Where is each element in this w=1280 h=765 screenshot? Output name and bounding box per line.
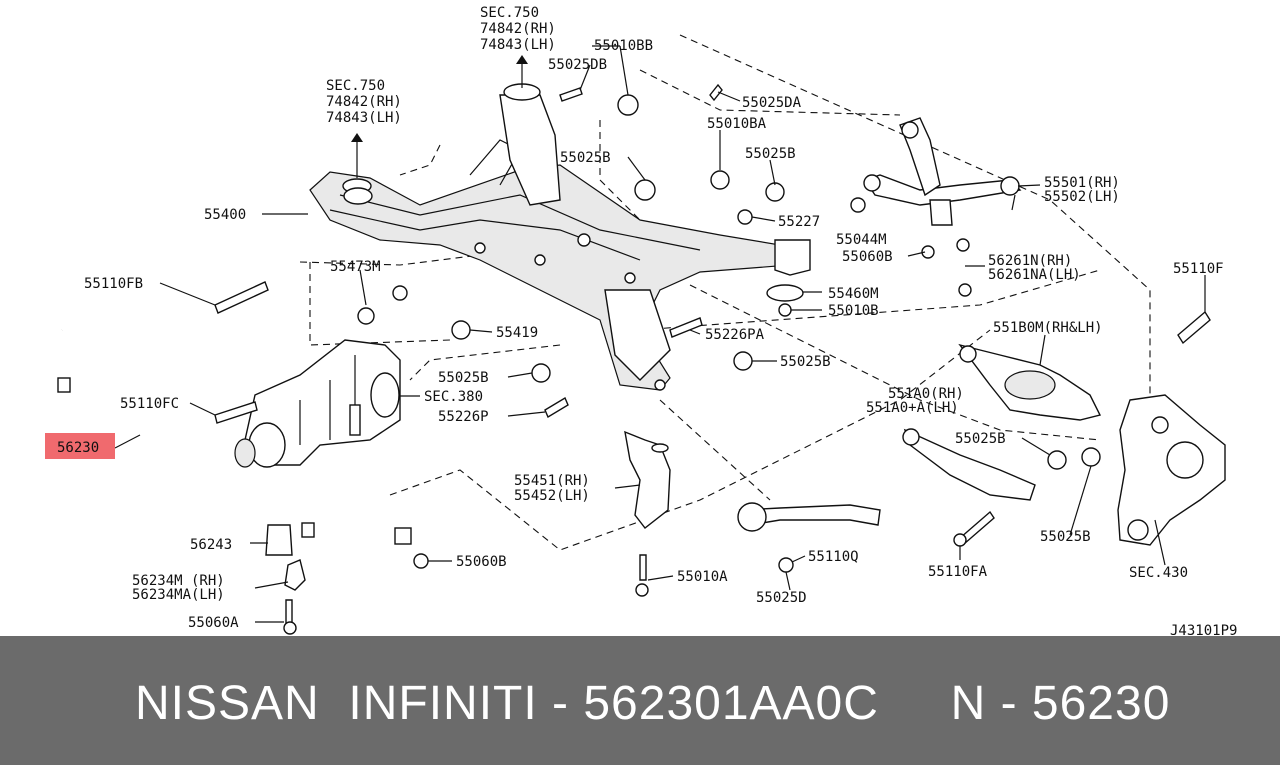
bracket <box>624 430 671 529</box>
label-55060B: 55060B <box>842 249 893 265</box>
label-56261NA: 56261NA(LH) <box>988 267 1081 283</box>
label-55473M: 55473M <box>330 259 381 275</box>
label-55419: 55419 <box>496 325 538 341</box>
arrows <box>351 55 528 178</box>
stabilizer-bar <box>46 329 412 591</box>
label-55010B: 55010B <box>828 303 879 319</box>
label-551A0: 551A0(RH) <box>888 386 964 402</box>
upper-link <box>850 117 1022 259</box>
label-55025DB: 55025DB <box>548 57 607 73</box>
label-55060B-b: 55060B <box>456 554 507 570</box>
label-55025B-f: 55025B <box>1040 529 1091 545</box>
label-55110FB: 55110FB <box>84 276 143 292</box>
label-55010BA: 55010BA <box>707 116 767 132</box>
highlight-box <box>45 433 115 459</box>
label-56261N: 56261N(RH) <box>988 253 1072 269</box>
label-55501: 55501(RH) <box>1044 175 1120 191</box>
label-55400: 55400 <box>204 207 246 223</box>
label-55025B-e: 55025B <box>955 431 1006 447</box>
label-55025B-d: 55025B <box>780 354 831 370</box>
label-551A0A: 551A0+A(LH) <box>866 400 959 416</box>
label-55452: 55452(LH) <box>514 488 590 504</box>
label-55025D: 55025D <box>756 590 807 606</box>
label-55226P: 55226P <box>438 409 489 425</box>
label-55227: 55227 <box>778 214 820 230</box>
label-551B0M: 551B0M(RH&LH) <box>993 320 1103 336</box>
lower-links <box>737 343 1102 532</box>
part-number-caption: NISSAN INFINITI - 562301AA0C N - 56230 <box>135 677 1171 730</box>
label-56234M: 56234M (RH) <box>132 573 225 589</box>
label-55110F: 55110F <box>1173 261 1224 277</box>
label-55451: 55451(RH) <box>514 473 590 489</box>
label-55025B-a: 55025B <box>560 150 611 166</box>
label-55226PA: 55226PA <box>705 327 765 343</box>
rear-subframe <box>309 83 811 391</box>
label-55025B-c: 55025B <box>438 370 489 386</box>
leader-lines <box>114 45 1206 623</box>
differential-assembly <box>234 339 401 468</box>
diagram-ref-code: J43101P9 <box>1170 623 1237 636</box>
label-55025B-b: 55025B <box>745 146 796 162</box>
label-56230: 56230 <box>57 440 99 456</box>
label-sec750-left: SEC.750 <box>326 78 385 94</box>
label-74843-top: 74843(LH) <box>480 37 556 53</box>
label-55502: 55502(LH) <box>1044 189 1120 205</box>
dashed-outlines <box>299 34 1151 551</box>
label-55110Q: 55110Q <box>808 549 859 565</box>
label-74842-top: 74842(RH) <box>480 21 556 37</box>
label-55044M: 55044M <box>836 232 887 248</box>
label-55010A: 55010A <box>677 569 728 585</box>
footer-bar: NISSAN INFINITI - 562301AA0C N - 56230 <box>0 636 1280 765</box>
label-55060A: 55060A <box>188 615 239 631</box>
label-74842-left: 74842(RH) <box>326 94 402 110</box>
label-74843-left: 74843(LH) <box>326 110 402 126</box>
label-55460M: 55460M <box>828 286 879 302</box>
label-sec380: SEC.380 <box>424 389 483 405</box>
label-sec430: SEC.430 <box>1129 565 1188 581</box>
knuckle <box>1117 394 1226 546</box>
label-sec750-top: SEC.750 <box>480 5 539 21</box>
hardware <box>214 83 1211 635</box>
label-55025DA: 55025DA <box>742 95 802 111</box>
label-56234MA: 56234MA(LH) <box>132 587 225 603</box>
parts-diagram: SEC.750 74842(RH) 74843(LH) SEC.750 7484… <box>45 5 1237 636</box>
label-55110FC: 55110FC <box>120 396 179 412</box>
label-55010BB: 55010BB <box>594 38 653 54</box>
label-55110FA: 55110FA <box>928 564 988 580</box>
part-labels: SEC.750 74842(RH) 74843(LH) SEC.750 7484… <box>57 5 1237 636</box>
label-56243: 56243 <box>190 537 232 553</box>
